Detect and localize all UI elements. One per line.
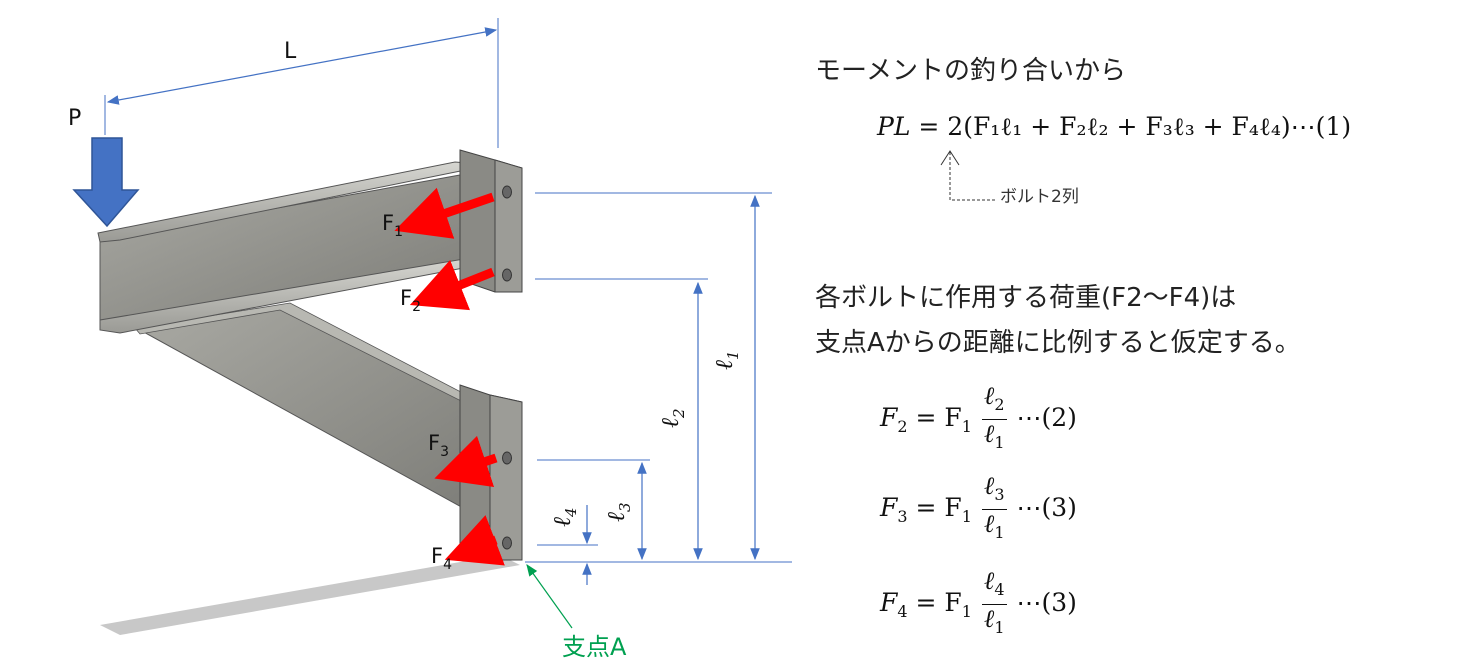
top-end-plate-face [494, 159, 523, 293]
moment-equation-lhs: PL [877, 112, 911, 141]
moment-equation-rhs: = 2(F₁ℓ₁ + F₂ℓ₂ + F₃ℓ₃ + F₄ℓ₄)⋯(1) [918, 112, 1352, 141]
force-label-f2: F2 [400, 286, 421, 315]
beam-bottom-flange [99, 257, 496, 334]
force-arrow-f2 [409, 259, 495, 311]
assumption-line-2: 支点Aからの距離に比例すると仮定する。 [815, 328, 1301, 358]
force-arrow-f3 [434, 435, 498, 488]
bolt-hole-4 [502, 536, 512, 550]
bolt-hole-1 [502, 185, 512, 199]
bolt-hole-2 [502, 268, 512, 282]
bottom-end-plate-face [489, 394, 523, 561]
equation-tag: ⋯(3) [1016, 588, 1077, 617]
equation-tag: ⋯(3) [1016, 493, 1077, 522]
bolt-hole-3 [502, 451, 512, 465]
bolt-note-arrowhead [940, 150, 960, 166]
fulcrum-label: 支点A [562, 633, 627, 661]
force-arrow-f1 [394, 187, 495, 239]
bolt-note: ボルト2列 [1000, 187, 1079, 207]
equation-f4: F4 = F1 ℓ4 ℓ1 ⋯(3) [880, 567, 1077, 642]
distance-label-l4: ℓ4 [548, 507, 580, 527]
ground-shadow [100, 555, 520, 635]
equation-tag: ⋯(2) [1016, 403, 1077, 432]
fulcrum-pointer [526, 564, 573, 629]
distance-label-l1: ℓ1 [710, 350, 742, 370]
equation-f3: F3 = F1 ℓ3 ℓ1 ⋯(3) [880, 472, 1077, 547]
top-beam-flange [97, 161, 491, 243]
bolt-note-pointer [949, 152, 995, 201]
moment-heading: モーメントの釣り合いから [815, 56, 1126, 86]
equation-f2: F2 = F1 ℓ2 ℓ1 ⋯(2) [880, 382, 1077, 457]
fraction-l3-l1: ℓ3 ℓ1 [981, 471, 1007, 542]
assumption-line-1: 各ボルトに作用する荷重(F2〜F4)は [815, 283, 1237, 313]
diagonal-strut [138, 304, 486, 521]
force-arrow-f4 [444, 515, 505, 566]
length-dimension-line [106, 27, 498, 105]
load-arrow-icon [72, 137, 140, 228]
distance-label-l3: ℓ3 [602, 502, 634, 522]
fraction-l4-l1: ℓ4 ℓ1 [981, 566, 1007, 637]
load-label: P [68, 106, 81, 131]
moment-equation: PL = 2(F₁ℓ₁ + F₂ℓ₂ + F₃ℓ₃ + F₄ℓ₄)⋯(1) [877, 112, 1351, 142]
fraction-l2-l1: ℓ2 ℓ1 [981, 381, 1007, 452]
distance-label-l2: ℓ2 [656, 408, 688, 428]
length-label: L [284, 39, 297, 64]
